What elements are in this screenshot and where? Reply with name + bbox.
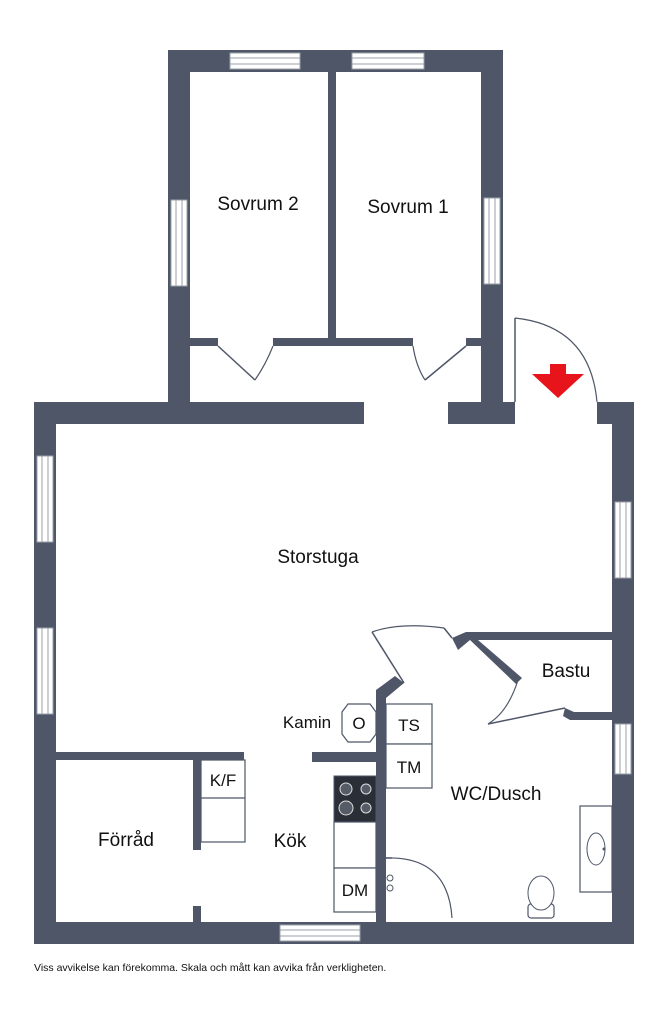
floor-plan: Sovrum 2 Sovrum 1 Storstuga Bastu Kamin … <box>34 50 634 944</box>
room-label-storstuga: Storstuga <box>277 547 359 568</box>
room-label-kok: Kök <box>274 831 307 852</box>
room-label-sovrum2: Sovrum 2 <box>217 194 298 215</box>
fixture-label-ts: TS <box>398 716 420 735</box>
fixtures <box>200 703 613 919</box>
entrance-arrow-icon <box>532 364 584 398</box>
doors <box>217 317 598 919</box>
room-label-forrad: Förråd <box>98 830 154 851</box>
room-label-kamin: Kamin <box>283 713 331 732</box>
fixture-label-tm: TM <box>397 758 422 777</box>
disclaimer-text: Viss avvikelse kan förekomma. Skala och … <box>34 962 387 974</box>
windows <box>36 52 632 942</box>
room-label-sovrum1: Sovrum 1 <box>367 197 448 218</box>
kamin-symbol: O <box>352 714 365 733</box>
room-label-wc-dusch: WC/Dusch <box>451 784 542 805</box>
fixture-label-kf: K/F <box>210 771 236 790</box>
fixture-labels: O TS TM K/F DM <box>210 714 422 900</box>
room-label-bastu: Bastu <box>542 661 591 682</box>
fixture-label-dm: DM <box>342 881 368 900</box>
room-labels: Sovrum 2 Sovrum 1 Storstuga Bastu Kamin … <box>98 194 590 852</box>
